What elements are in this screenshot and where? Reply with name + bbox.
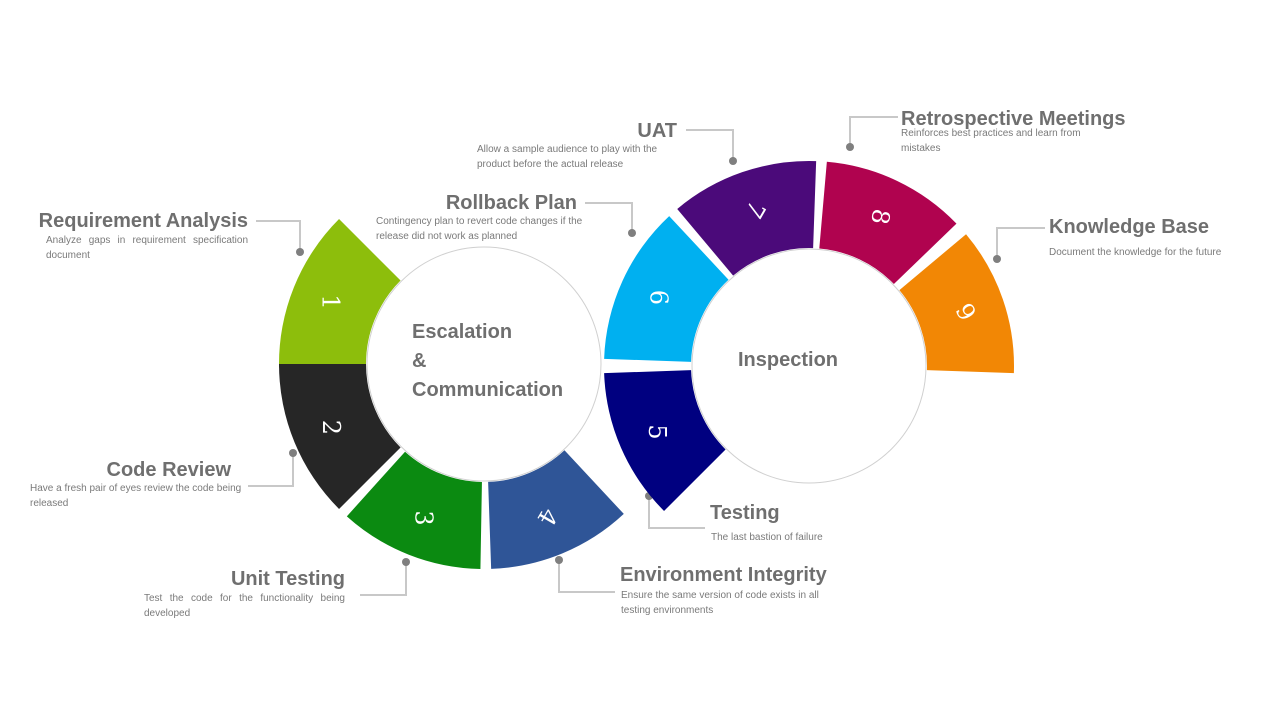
step-8-desc: Reinforces best practices and learn from… [901,128,1081,154]
segment-5-number: 5 [643,424,671,439]
segment-5 [604,370,726,511]
connector-dot-4 [555,556,563,564]
segment-2 [279,364,401,509]
step-2-title: Code Review [106,459,231,481]
right-center-label: Inspection [738,349,839,371]
connector-2 [248,453,294,487]
connector-dot-6 [628,229,636,237]
connector-1 [256,220,301,252]
connector-6 [585,202,633,233]
step-3-desc: Test the code for the functionality bein… [144,593,345,619]
connector-3 [360,562,407,596]
step-4-title: Environment Integrity [620,564,827,586]
left-center-circle [366,246,602,482]
step-4-desc: Ensure the same version of code exists i… [621,590,819,616]
step-9-title: Knowledge Base [1049,216,1210,238]
step-5-desc: The last bastion of failure [711,532,823,543]
step-3-title: Unit Testing [230,568,345,590]
step-9-desc: Document the knowledge for the future [1049,247,1222,258]
left-center-label: Escalation & Communication [412,318,563,405]
segment-1-number: 1 [317,294,345,309]
segment-4 [488,450,624,569]
step-6-desc: Contingency plan to revert code changes … [376,216,583,242]
step-2-desc: Have a fresh pair of eyes review the cod… [30,483,242,509]
connector-dot-7 [729,157,737,165]
connector-5 [648,496,705,529]
segment-1 [279,219,401,368]
left-center-line-1: Escalation [412,321,513,343]
connector-7 [686,129,734,161]
step-7-title: UAT [637,120,677,142]
connector-4 [558,560,615,593]
left-center-line-3: Communication [412,379,564,401]
step-8-title: Retrospective Meetings [901,108,1126,130]
connector-dot-3 [402,558,410,566]
segment-3 [346,451,482,569]
segment-8 [819,161,957,285]
segment-2-number: 2 [317,420,345,435]
right-center-circle [691,248,927,484]
connector-dot-2 [289,449,297,457]
connector-8 [849,116,898,147]
connector-dot-8 [846,143,854,151]
step-1-title: Requirement Analysis [38,210,248,232]
step-7-desc: Allow a sample audience to play with the… [477,144,658,170]
step-5-title: Testing [710,502,780,524]
connector-dot-1 [296,248,304,256]
segment-9 [899,234,1015,374]
segment-6-number: 6 [644,290,672,305]
left-center-line-2: & [412,350,427,372]
segment-3-number: 3 [409,510,437,525]
step-1-desc: Analyze gaps in requirement specificatio… [46,235,248,261]
step-6-title: Rollback Plan [445,192,577,214]
segment-7 [677,160,817,276]
segment-6 [604,216,729,362]
connector-dot-9 [993,255,1001,263]
connector-9 [996,227,1045,259]
segment-8-number: 8 [865,207,895,227]
